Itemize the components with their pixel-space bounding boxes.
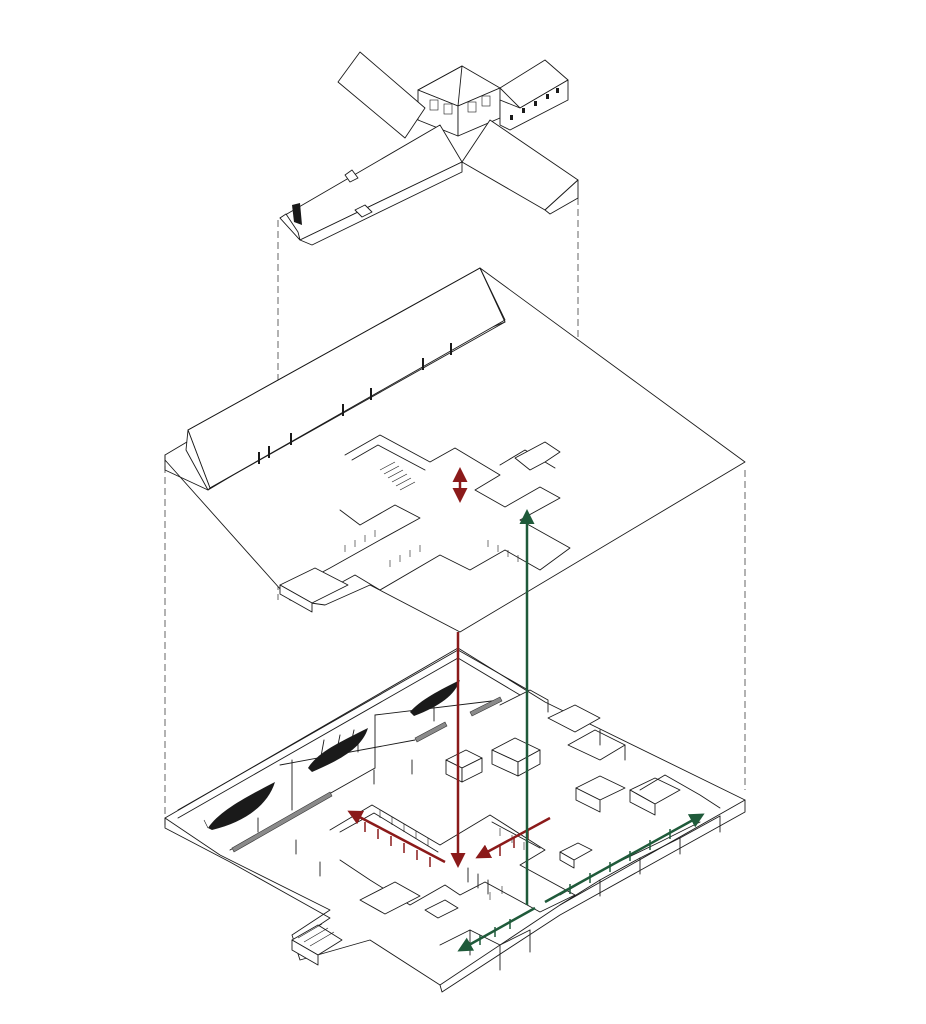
upper-floor-layer — [164, 267, 746, 633]
ground-stair-block — [291, 923, 343, 966]
ship-1 — [203, 782, 275, 830]
ship-2 — [308, 728, 368, 772]
roof-upper-left-wing — [337, 51, 426, 139]
ground-floor-layer — [164, 647, 746, 993]
ground-entrance — [359, 881, 421, 915]
ground-right-rooms — [499, 689, 721, 869]
green-route-right — [544, 813, 705, 904]
glass-band-2 — [414, 721, 448, 743]
green-route-front — [457, 906, 536, 952]
circulation-red — [347, 467, 551, 868]
ground-slab — [164, 647, 746, 986]
glass-band-1 — [231, 791, 333, 853]
upper-slab — [164, 267, 746, 633]
upper-wall-ticks — [344, 530, 519, 567]
glass-band-3 — [469, 696, 503, 717]
ground-courtyard-walls — [329, 804, 576, 913]
red-route-right — [475, 816, 551, 859]
ship-3 — [410, 680, 460, 716]
roof-layer — [279, 51, 579, 246]
circulation-green — [457, 509, 705, 952]
ground-front-offices — [439, 815, 721, 971]
red-route-left — [347, 810, 446, 864]
ground-columns — [257, 706, 489, 895]
stair — [379, 461, 416, 491]
